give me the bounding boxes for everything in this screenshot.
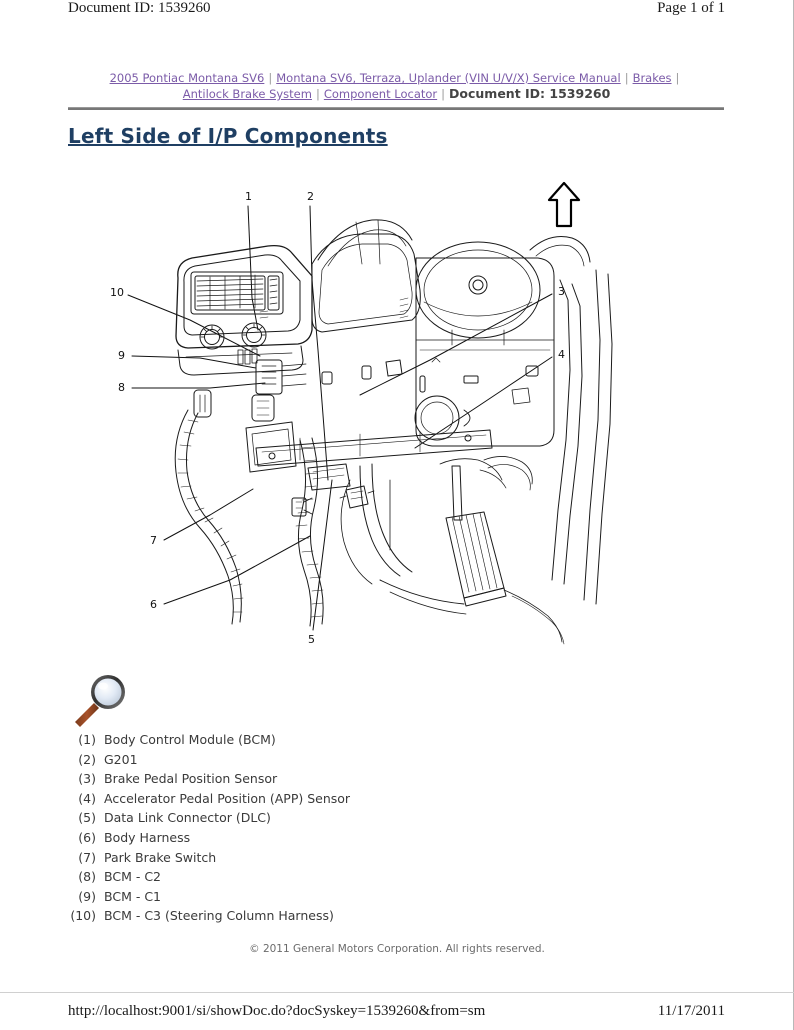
legend-label: Data Link Connector (DLC) (104, 810, 271, 826)
callout-4: 4 (558, 348, 565, 361)
breadcrumb-separator: | (441, 87, 446, 101)
legend-number: (5) (78, 810, 96, 826)
magnifier-icon[interactable] (66, 670, 136, 730)
legend-label: Brake Pedal Position Sensor (104, 771, 278, 787)
legend-number: (10) (70, 908, 96, 924)
legend-label: Body Control Module (BCM) (104, 732, 276, 747)
legend-label: G201 (104, 751, 138, 767)
breadcrumb-current-document-id: Document ID: 1539260 (449, 86, 611, 101)
print-header: Document ID: 1539260 Page 1 of 1 (68, 0, 725, 30)
callout-10: 10 (110, 286, 124, 299)
legend-number: (2) (78, 751, 96, 767)
breadcrumb-link-antilock-brake-system[interactable]: Antilock Brake System (182, 87, 312, 101)
print-footer: http://localhost:9001/si/showDoc.do?docS… (68, 1003, 725, 1020)
legend-item: (5) Data Link Connector (DLC) (68, 808, 668, 828)
callout-3: 3 (558, 285, 565, 298)
component-locator-diagram: 1 2 3 4 5 6 7 8 9 10 (60, 180, 740, 660)
legend-item: (2) G201 (68, 750, 668, 770)
breadcrumb-link-brakes[interactable]: Brakes (632, 71, 672, 85)
callout-9: 9 (118, 349, 125, 362)
legend-item: (8) BCM - C2 (68, 867, 668, 887)
legend-number: (6) (78, 829, 96, 845)
page-title: Left Side of I/P Components (68, 124, 388, 148)
footer-url: http://localhost:9001/si/showDoc.do?docS… (68, 1003, 486, 1019)
callout-2: 2 (307, 190, 314, 203)
legend-number: (3) (78, 771, 96, 787)
callout-1: 1 (245, 190, 252, 203)
legend-number: (8) (78, 869, 96, 885)
copyright-notice: © 2011 General Motors Corporation. All r… (249, 943, 545, 955)
header-divider (68, 107, 724, 110)
breadcrumb-link-manual[interactable]: Montana SV6, Terraza, Uplander (VIN U/V/… (276, 71, 621, 85)
breadcrumb: 2005 Pontiac Montana SV6|Montana SV6, Te… (68, 70, 725, 102)
breadcrumb-link-vehicle[interactable]: 2005 Pontiac Montana SV6 (109, 71, 265, 85)
legend-label: BCM - C2 (104, 869, 162, 885)
legend-item: (3) Brake Pedal Position Sensor (68, 769, 668, 789)
legend-label: Body Harness (104, 829, 191, 845)
legend-label: BCM - C1 (104, 888, 162, 904)
breadcrumb-separator: | (624, 71, 629, 85)
magnifier-highlight (98, 682, 108, 690)
breadcrumb-separator: | (268, 71, 273, 85)
legend-item: (9) BCM - C1 (68, 887, 668, 907)
footer-divider (0, 992, 794, 993)
legend-label: BCM - C3 (Steering Column Harness) (104, 908, 334, 924)
callout-5: 5 (308, 633, 315, 646)
legend-number: (4) (78, 790, 96, 806)
legend-label: Park Brake Switch (104, 849, 217, 865)
instrument-panel-illustration (127, 181, 613, 645)
callout-8: 8 (118, 381, 125, 394)
legend-label: Accelerator Pedal Position (APP) Sensor (104, 790, 351, 806)
breadcrumb-separator: | (315, 87, 320, 101)
header-document-id: Document ID: 1539260 (68, 0, 211, 16)
legend-item: (6) Body Harness (68, 828, 668, 848)
callout-7: 7 (150, 534, 157, 547)
magnifier-lens (94, 678, 122, 706)
footer-date: 11/17/2011 (657, 1003, 725, 1019)
header-page-indicator: Page 1 of 1 (657, 0, 725, 16)
legend-number: (7) (78, 849, 96, 865)
component-legend-list: (1) Body Control Module (BCM) (2) G201 (… (68, 730, 668, 926)
legend-item: (10) BCM - C3 (Steering Column Harness) (68, 906, 668, 926)
callout-6: 6 (150, 598, 157, 611)
legend-item: (4) Accelerator Pedal Position (APP) Sen… (68, 789, 668, 809)
magnifier-handle (75, 703, 99, 727)
breadcrumb-separator: | (675, 71, 680, 85)
breadcrumb-link-component-locator[interactable]: Component Locator (323, 87, 438, 101)
legend-item: (1) Body Control Module (BCM) (68, 730, 668, 750)
legend-number: (1) (78, 732, 96, 747)
legend-number: (9) (78, 888, 96, 904)
orientation-up-arrow-icon (547, 181, 581, 228)
legend-item: (7) Park Brake Switch (68, 848, 668, 868)
